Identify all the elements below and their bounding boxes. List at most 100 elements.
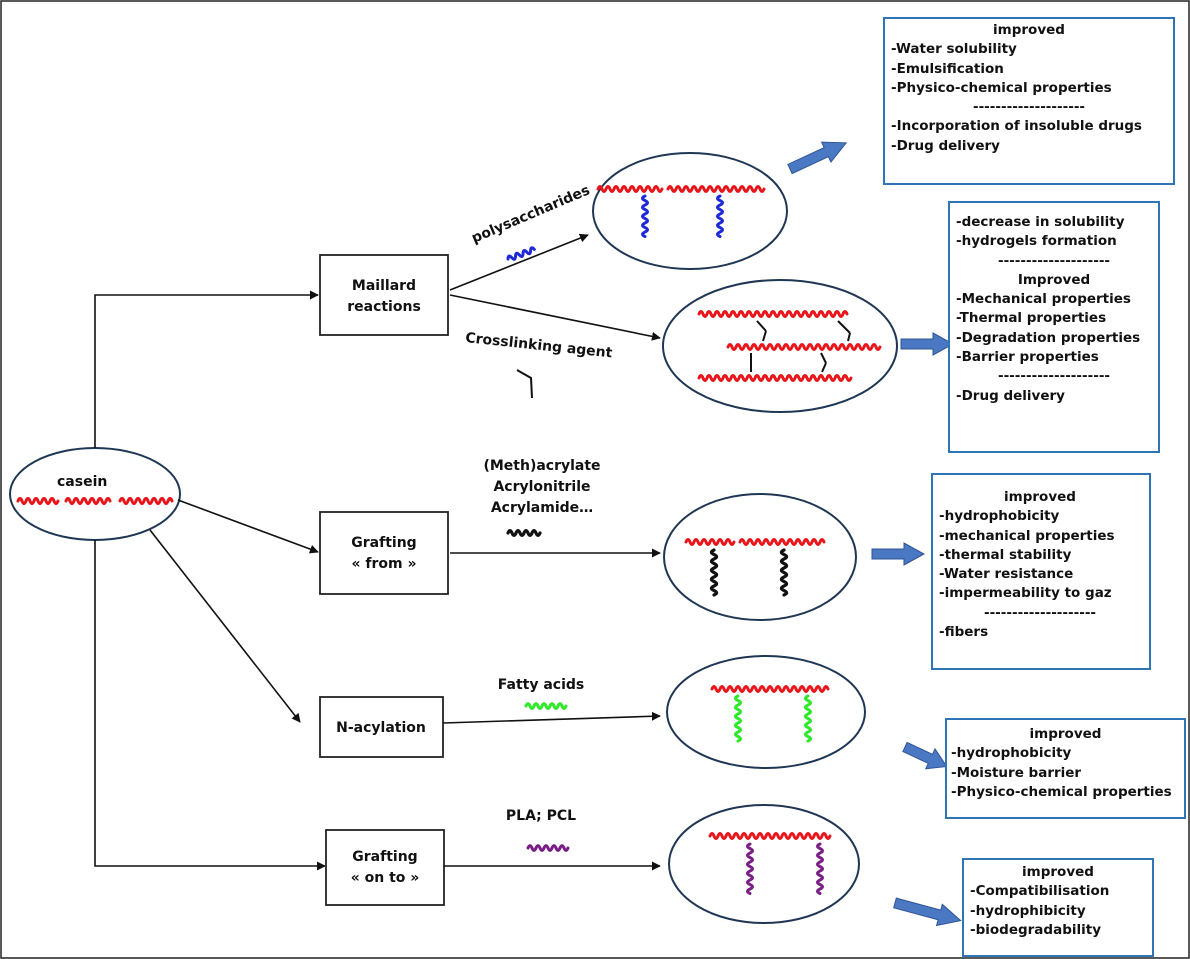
fatty-acids-label: Fatty acids [498, 677, 584, 693]
pla-pcl-label: PLA; PCL [506, 808, 576, 824]
product-grafting-from-ellipse [663, 493, 857, 621]
label-line: Acrylonitrile [493, 479, 590, 495]
polysaccharide-branch [641, 194, 649, 238]
big-arrow-1 [787, 141, 848, 175]
acrylate-branch [709, 548, 719, 597]
reagent-glyphs [506, 246, 570, 852]
big-arrow-2 [900, 332, 955, 356]
fatty-acid-glyph [524, 702, 568, 710]
branch-lines [94, 290, 326, 871]
outcome-line: -decrease in solubility [956, 214, 1125, 230]
crosslink-bond [762, 330, 767, 342]
label-line: Grafting [351, 535, 416, 551]
outcome-line: -Thermal properties [956, 310, 1107, 327]
outcome-line: -Incorporation of insoluble drugs [891, 118, 1142, 135]
product-chains [596, 185, 882, 895]
pla-pcl-branch [746, 842, 754, 895]
outcome-line: improved [1022, 864, 1094, 880]
fatty-acid-branch [734, 694, 742, 743]
backbone-chain [697, 310, 849, 318]
big-arrow-4 [902, 741, 948, 770]
backbone-chain [684, 538, 736, 546]
outcome-line: -Physico-chemical properties [891, 79, 1112, 96]
outcome-line: -Compatibilisation [970, 883, 1110, 900]
product-arrows [442, 233, 661, 871]
outcome-line: -Water solubility [891, 41, 1017, 58]
branch-to-n-acylation [149, 529, 301, 723]
outcome-line: -Emulsification [891, 60, 1004, 77]
crosslink-bond [756, 320, 767, 332]
acrylate-branch [779, 548, 789, 597]
outcome-line: -Drug delivery [956, 387, 1065, 404]
outcome-box-crosslinked: -decrease in solubility-hydrogels format… [948, 201, 1160, 453]
outcome-line: -mechanical properties [939, 527, 1115, 544]
n-acylation-label: N-acylation [336, 720, 426, 736]
label-line: (Meth)acrylate [483, 458, 600, 474]
backbone-chain [710, 685, 830, 693]
outcome-line: -impermeability to gaz [939, 585, 1112, 602]
product-polysaccharide-ellipse [592, 152, 788, 270]
label-line: reactions [347, 299, 421, 315]
label-line: « on to » [351, 870, 420, 886]
casein-backbone [16, 496, 174, 506]
backbone-chain [16, 496, 60, 506]
fatty-acid-branch [804, 694, 812, 743]
outcome-arrows [787, 141, 962, 927]
outcome-line: -Mechanical properties [956, 291, 1131, 308]
branch-to-grafting-onto [94, 540, 326, 871]
n-acylation-box [319, 696, 444, 758]
outcome-line: -Moisture barrier [951, 764, 1082, 781]
pla-pcl-glyph [526, 844, 570, 852]
crosslinker-glyph [516, 369, 533, 399]
backbone-chain [738, 538, 826, 546]
product-grafting-onto-ellipse [668, 804, 860, 924]
acrylate-glyph [506, 529, 542, 537]
arrow-maillard-crosslink [449, 294, 661, 341]
branch-to-maillard [94, 290, 319, 448]
branch-to-grafting-from [177, 499, 319, 554]
backbone-chain [708, 832, 832, 840]
backbone-chain [726, 343, 882, 351]
casein-ellipse [9, 447, 181, 541]
arrow-maillard-polysaccharide [449, 233, 589, 291]
polysaccharide-branch [716, 194, 724, 238]
outcome-line: improved [1029, 726, 1102, 742]
outcome-line: -------------------- [972, 99, 1086, 116]
grafting-from-label: Grafting « from » [351, 535, 416, 572]
arrow-n-acylation [442, 711, 661, 724]
crosslink-bond [837, 320, 851, 334]
backbone-chain [697, 374, 853, 382]
backbone-chain [64, 496, 112, 506]
crosslinking-label: Crosslinking agent [465, 330, 614, 361]
label-line: « from » [351, 556, 416, 572]
backbone-chain [666, 185, 766, 193]
grafting-onto-label: Grafting « on to » [351, 849, 420, 886]
maillard-label: Maillard reactions [347, 278, 421, 315]
grafting-onto-box [325, 829, 445, 906]
label-line: Grafting [352, 849, 417, 865]
polysaccharides-label: polysaccharides [469, 182, 592, 246]
outcome-line: -fibers [939, 624, 989, 641]
outcome-line: -Degradation properties [956, 329, 1141, 346]
label-line: Maillard [352, 278, 416, 294]
outcome-box-grafting-from: improved -hydrophobicity -mechanical prope… [931, 473, 1151, 670]
outcome-line: -------------------- [997, 252, 1111, 269]
product-n-acylation-ellipse [666, 655, 866, 769]
label-line: N-acylation [336, 720, 426, 736]
outcome-line: -Drug delivery [891, 137, 1000, 154]
outcome-line: -------------------- [997, 368, 1111, 385]
grafting-from-box [319, 511, 449, 595]
big-arrow-3 [871, 542, 926, 566]
outcome-line: -biodegradability [970, 921, 1101, 938]
outcome-line: -hydrophobicity [939, 508, 1060, 525]
pla-pcl-branch [816, 842, 824, 895]
outcome-line: -hydrophobicity [951, 745, 1072, 762]
crosslink-bond [820, 352, 827, 364]
outcome-line: improved [993, 22, 1065, 38]
outcome-line: improved [1004, 489, 1076, 505]
label-line: Acrylamide… [491, 500, 593, 516]
big-arrow-5 [893, 897, 962, 927]
crosslink-bond [847, 332, 851, 342]
